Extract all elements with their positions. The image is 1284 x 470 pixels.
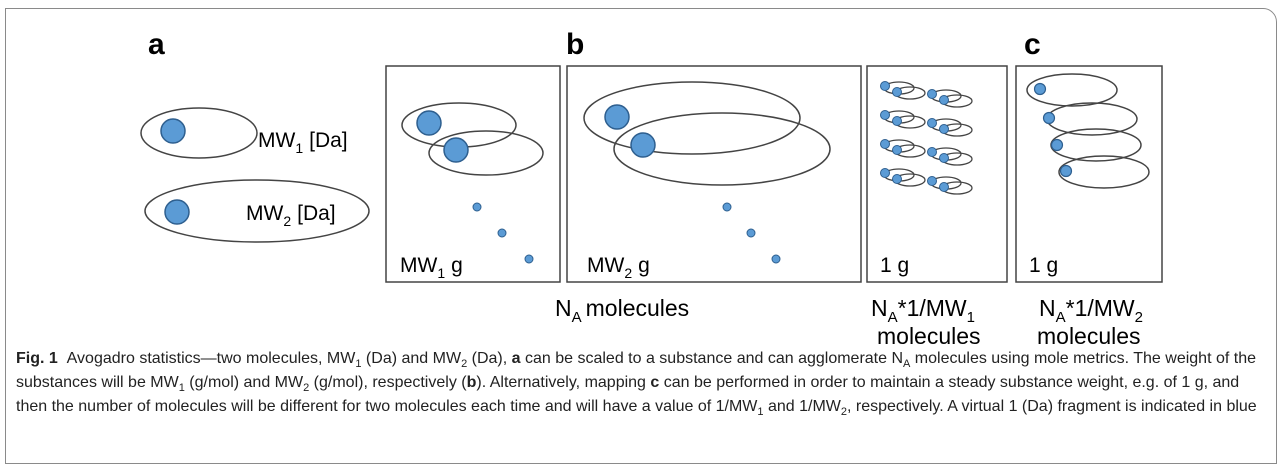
caption-text: (g/mol), respectively ( <box>309 374 467 391</box>
fragment-dot <box>880 168 890 178</box>
caption-bold: b <box>466 374 477 391</box>
caption-bold: c <box>650 374 660 391</box>
fragment-dot <box>927 176 937 186</box>
fragment-dot <box>746 228 756 238</box>
molecule-outline <box>613 112 831 186</box>
caption-text: and 1/MW <box>763 398 841 415</box>
na-over-mw1-label: NA*1/MW1 <box>871 295 975 326</box>
fragment-dot <box>160 118 186 144</box>
molecule-mw1: MW1[Da] <box>140 107 348 159</box>
caption-sub: 2 <box>840 406 848 419</box>
fragment-dot <box>927 118 937 128</box>
fragment-dot <box>892 116 902 126</box>
caption-sub: A <box>903 358 911 371</box>
caption-text: molecules using mole metrics. The weight… <box>16 350 1256 391</box>
box-outline <box>566 65 862 283</box>
fragment-dot <box>1050 138 1064 152</box>
molecule-outline <box>1058 155 1150 189</box>
fragment-dot <box>416 110 442 136</box>
na-over-mw2-molecules: molecules <box>1037 323 1141 345</box>
molecule-outline <box>583 81 801 155</box>
fragment-dot <box>939 124 949 134</box>
fragment-dot <box>939 153 949 163</box>
fragment-dot <box>939 182 949 192</box>
box-outline <box>866 65 1008 283</box>
fragment-dot <box>880 139 890 149</box>
panel-label-a: a <box>148 28 165 61</box>
fragment-dot <box>939 95 949 105</box>
caption-text: (Da) and MW <box>361 350 462 367</box>
caption-sub: 2 <box>303 382 310 395</box>
caption-text: can be scaled to a substance and can agg… <box>520 350 904 367</box>
caption-text: (Da), <box>467 350 512 367</box>
fragment-dot <box>1033 82 1047 96</box>
molecule-mw2-outline <box>144 179 370 243</box>
fragment-dot <box>722 202 732 212</box>
fragment-dot <box>927 89 937 99</box>
fragment-dot <box>892 87 902 97</box>
caption-text: can be performed in order to maintain a … <box>16 374 1240 415</box>
molecule-mw1-label: MW1[Da] <box>258 129 348 156</box>
small-molecules-group <box>880 81 973 195</box>
caption-text: Avogadro statistics—two molecules, MW <box>66 350 356 367</box>
caption-text: ). Alternatively, mapping <box>476 374 651 391</box>
caption-fig-label: Fig. 1 <box>16 350 58 367</box>
fragment-dot <box>1042 111 1056 125</box>
fragment-dot <box>771 254 781 264</box>
molecule-mw2: MW2[Da] <box>144 179 370 243</box>
fragment-dot <box>497 228 507 238</box>
molecule-outline <box>1046 102 1138 136</box>
fragment-dot <box>1059 164 1073 178</box>
caption-text: , respectively. A virtual 1 (Da) fragmen… <box>847 398 1257 415</box>
box-1g-mw2: 1 g <box>1015 65 1163 283</box>
box-outline <box>1015 65 1163 283</box>
caption-sub: 1 <box>178 382 185 395</box>
molecule-mw1-outline <box>140 107 258 159</box>
box-outline <box>385 65 561 283</box>
panel-label-c: c <box>1024 28 1041 61</box>
box-1g-label: 1 g <box>880 254 909 277</box>
fragment-dot <box>443 137 469 163</box>
fragment-dot <box>630 132 656 158</box>
figure-frame <box>5 8 1277 464</box>
molecule-outline <box>1026 73 1118 107</box>
fragment-dot <box>880 81 890 91</box>
caption-sub: 2 <box>461 358 468 371</box>
caption-text: (g/mol) and MW <box>184 374 304 391</box>
caption-sub: 1 <box>757 406 764 419</box>
caption-bold: a <box>511 350 521 367</box>
fragment-dot <box>524 254 534 264</box>
fragment-dot <box>892 145 902 155</box>
box-1g-mw1: 1 g <box>866 65 1008 283</box>
figure-caption: Fig. 1 Avogadro statistics—two molecules… <box>16 347 1272 419</box>
panel-label-b: b <box>566 28 585 61</box>
fragment-dot <box>892 174 902 184</box>
fragment-dot <box>472 202 482 212</box>
fragment-dot <box>604 104 630 130</box>
fragment-dot <box>164 199 190 225</box>
na-over-mw2-label: NA*1/MW2 <box>1039 295 1143 326</box>
fragment-dot <box>880 110 890 120</box>
box-1g-label: 1 g <box>1029 254 1058 277</box>
molecule-mw2-label: MW2[Da] <box>246 202 336 229</box>
molecule-outline <box>428 130 544 176</box>
fragment-dot <box>927 147 937 157</box>
caption-sub: 1 <box>355 358 362 371</box>
na-over-mw1-molecules: molecules <box>877 323 981 345</box>
